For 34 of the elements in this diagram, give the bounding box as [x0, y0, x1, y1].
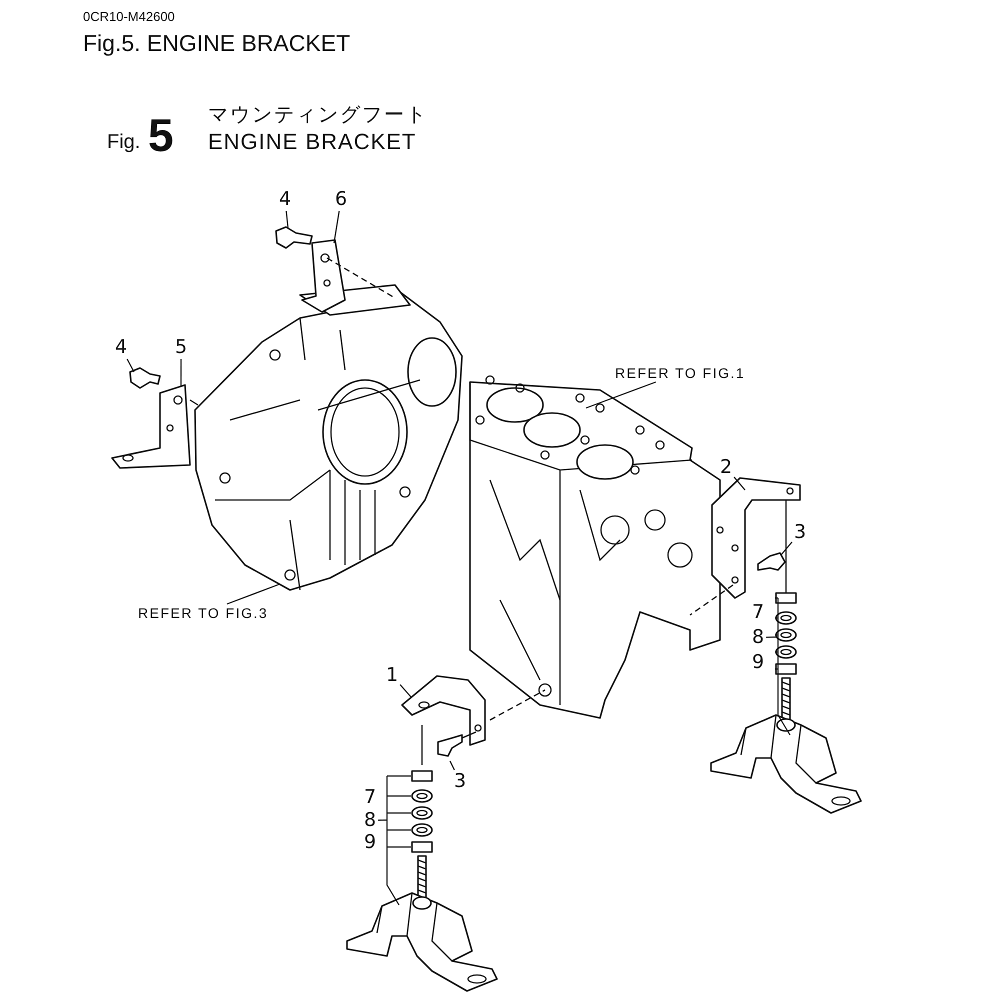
leader-line — [449, 760, 455, 770]
callout-number: 3 — [794, 523, 806, 542]
callout-number: 8 — [752, 628, 764, 647]
leader-line — [586, 381, 656, 409]
callout-number: 8 — [364, 811, 376, 830]
leader-line — [126, 358, 135, 372]
leader-line — [180, 359, 182, 386]
callout-number: 4 — [279, 190, 292, 209]
callout-number: 3 — [454, 772, 466, 791]
figure-label: Fig. — [107, 132, 140, 152]
reference-note: REFER TO FIG.1 — [615, 366, 746, 380]
leader-line — [333, 210, 340, 244]
leader-line — [766, 597, 791, 736]
callout-number: 5 — [175, 338, 188, 357]
leader-line — [780, 542, 792, 556]
heading-text: マウンティングフート — [208, 104, 428, 124]
callout-number: 2 — [720, 458, 732, 477]
callout-number: 9 — [364, 833, 376, 852]
callout-number: 4 — [115, 338, 128, 357]
leader-line — [226, 583, 280, 605]
leader-line — [286, 210, 289, 228]
reference-note: REFER TO FIG.3 — [138, 606, 268, 620]
document-number: 0CR10-M42600 — [83, 10, 175, 23]
heading-text: ENGINE BRACKET — [208, 131, 416, 153]
callout-number: 1 — [386, 666, 398, 685]
callout-number: 7 — [364, 788, 376, 807]
callout-number: 7 — [752, 603, 764, 622]
figure-title: Fig.5. ENGINE BRACKET — [83, 32, 350, 55]
leader-line — [378, 775, 412, 906]
figure-number: 5 — [148, 112, 174, 158]
callout-number: 6 — [335, 190, 348, 209]
callout-number: 9 — [752, 653, 764, 672]
leader-line — [400, 684, 412, 698]
leader-line — [734, 476, 746, 490]
